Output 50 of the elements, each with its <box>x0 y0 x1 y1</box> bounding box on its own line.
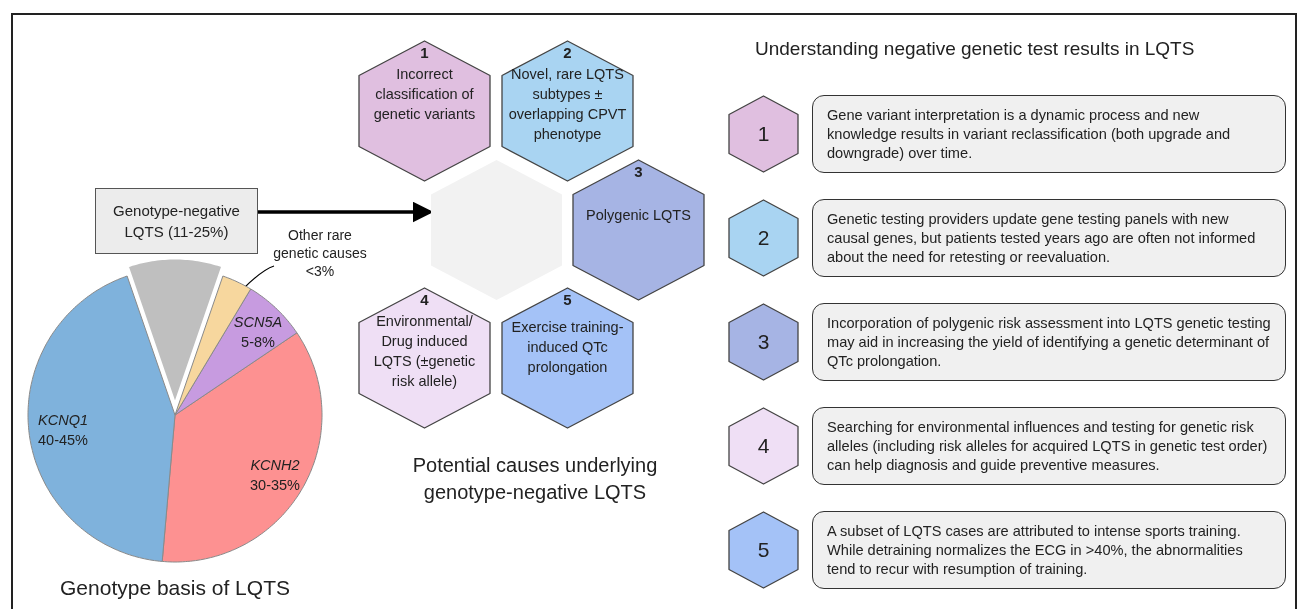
hexagon <box>430 159 563 301</box>
percentage-range: 30-35% <box>249 476 301 495</box>
hexagon <box>358 40 491 182</box>
hexagon <box>501 40 634 182</box>
step-number: 3 <box>756 329 771 355</box>
hexagon <box>358 287 491 429</box>
description-text: A subset of LQTS cases are attributed to intense sports training. While detraining normalizes the ECG in >40%, the abnormalities tend to recur with resumption of training. <box>827 521 1244 579</box>
label-box <box>95 188 258 254</box>
step-number: 5 <box>756 537 771 563</box>
description-text: Incorporation of polygenic risk assessment into LQTS genetic testing may aid in increasing the yield of identifying a genetic determinant of QTc prolongation. <box>827 313 1272 371</box>
text-card <box>812 199 1286 277</box>
percentage-range: 5-8% <box>240 333 276 352</box>
step-number: 3 <box>633 163 644 181</box>
text-card <box>812 95 1286 173</box>
box-label: Genotype-negative LQTS (11-25%) <box>112 201 241 242</box>
percentage-range: 40-45% <box>37 431 89 450</box>
cause-text: Novel, rare LQTS subtypes ± overlapping CPVT phenotype <box>507 65 628 144</box>
description-text: Genetic testing providers update gene testing panels with new causal genes, but patients tested years ago are often not informed about the need for retesting or reevaluation. <box>827 209 1257 267</box>
cause-text: Polygenic LQTS <box>585 206 692 225</box>
text-card <box>812 511 1286 589</box>
panel-caption: Genotype basis of LQTS <box>59 575 291 601</box>
step-number: 4 <box>756 433 771 459</box>
text-card <box>812 303 1286 381</box>
description-text: Searching for environmental influences and testing for genetic risk alleles (including risk alleles for acquired LQTS in genetic test order) can help diagnosis and guide preventive measures. <box>827 417 1269 475</box>
step-number: 2 <box>562 44 573 62</box>
step-number: 2 <box>756 225 771 251</box>
gene-name: SCN5A <box>232 313 284 332</box>
step-number: 5 <box>562 291 573 309</box>
number-hexagon <box>728 95 799 173</box>
step-number: 1 <box>756 121 771 147</box>
panel-caption: Understanding negative genetic test results in LQTS <box>755 37 1196 61</box>
cause-text: Exercise training-induced QTc prolongation <box>510 318 625 377</box>
number-hexagon <box>728 511 799 589</box>
gene-name: KCNH2 <box>249 456 301 475</box>
hexagon <box>501 287 634 429</box>
number-hexagon <box>728 303 799 381</box>
description-text: Gene variant interpretation is a dynamic process and new knowledge results in variant reclassification (both upgrade and downgrade) over time. <box>827 105 1232 163</box>
cause-text: Environmental/ Drug induced LQTS (±genetic risk allele) <box>372 312 477 391</box>
number-hexagon <box>728 199 799 277</box>
number-hexagon <box>728 407 799 485</box>
cause-text: Incorrect classification of genetic variants <box>372 65 477 124</box>
pie-slice <box>161 332 323 563</box>
step-number: 4 <box>419 291 430 309</box>
slice-annotation: Other rare genetic causes <3% <box>272 226 368 280</box>
gene-name: KCNQ1 <box>37 411 89 430</box>
hexagon <box>572 159 705 301</box>
panel-caption: Potential causes underlying genotype-negative LQTS <box>411 453 659 505</box>
text-card <box>812 407 1286 485</box>
pie-slice <box>27 275 176 562</box>
step-number: 1 <box>419 44 430 62</box>
